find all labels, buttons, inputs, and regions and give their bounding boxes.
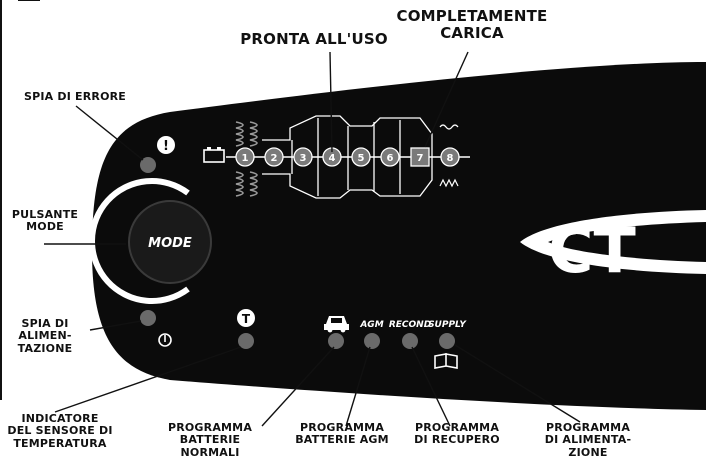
error-warning-icon: ! xyxy=(157,136,175,154)
recond-panel-label: RECOND xyxy=(389,320,432,330)
program-recond-led xyxy=(402,333,418,349)
label-line: PULSANTE xyxy=(11,208,79,221)
leader-temperature xyxy=(54,346,242,413)
step-number: 6 xyxy=(387,153,394,164)
label-line: BATTERIE xyxy=(179,433,241,447)
car-icon xyxy=(324,316,349,333)
battery-icon xyxy=(203,147,225,163)
label-line: DI ALIMENTA- xyxy=(544,433,632,447)
power-led xyxy=(140,310,156,326)
agm-panel-label: AGM xyxy=(359,320,383,330)
step-number: 4 xyxy=(329,153,336,164)
step-marker xyxy=(410,147,430,167)
step-marker xyxy=(264,147,284,167)
step-number: 8 xyxy=(447,153,454,164)
supply-panel-label: SUPPLY xyxy=(428,320,467,330)
mode-button-label: MODE xyxy=(148,236,192,251)
leader-ready xyxy=(329,51,333,153)
step-marker xyxy=(235,147,255,167)
label-line: SPIA DI xyxy=(21,317,69,330)
label-line: INDICATORE xyxy=(21,412,99,425)
label-line: BATTERIE AGM xyxy=(295,433,389,447)
step-1: 1 xyxy=(235,147,255,167)
label-line: TAZIONE xyxy=(17,341,73,355)
temperature-led xyxy=(238,333,254,349)
step-marker xyxy=(440,147,460,167)
program-supply-led xyxy=(439,333,455,349)
label-line: SPIA DI ERRORE xyxy=(23,90,127,103)
label-line: PRONTA ALL'USO xyxy=(240,30,388,48)
logo-text: CT xyxy=(548,214,636,287)
step-6: 6 xyxy=(380,147,400,167)
leader-power xyxy=(89,320,142,331)
step-marker xyxy=(293,147,313,167)
svg-text:!: ! xyxy=(163,139,169,154)
step-marker xyxy=(380,147,400,167)
step-number: 1 xyxy=(242,153,249,164)
label-line: COMPLETAMENTE xyxy=(396,7,548,25)
error-led xyxy=(140,157,156,173)
step-number: 5 xyxy=(358,153,365,164)
leader-program-normal xyxy=(261,346,335,427)
svg-text:T: T xyxy=(242,312,251,326)
label-line: PROGRAMMA xyxy=(299,421,385,434)
label-line: DEL SENSORE DI xyxy=(7,424,113,438)
leader-error xyxy=(75,105,144,161)
label-line: PROGRAMMA xyxy=(414,421,500,434)
power-icon xyxy=(158,333,172,347)
maintenance-waves xyxy=(439,124,459,188)
label-line: ALIMEN- xyxy=(18,329,72,343)
pulse-coils xyxy=(235,121,258,197)
ctek-logo: CT xyxy=(520,210,706,287)
label-line: ZIONE xyxy=(568,445,608,459)
step-7: 7 xyxy=(410,147,430,167)
leader-fully-charged xyxy=(424,51,469,148)
label-line: MODE xyxy=(26,220,64,234)
step-marker xyxy=(351,147,371,167)
step-number: 2 xyxy=(271,153,278,164)
leader-program-agm xyxy=(345,346,371,427)
label-error-light: SPIA DI ERRORE xyxy=(0,90,150,103)
leader-program-supply xyxy=(454,344,581,423)
mode-button[interactable]: MODE xyxy=(89,178,212,304)
label-line: DI RECUPERO xyxy=(414,433,500,447)
manual-book-icon xyxy=(434,353,458,369)
step-number: 7 xyxy=(417,153,424,164)
label-ready-to-use: PRONTA ALL'USO xyxy=(214,31,414,48)
step-2: 2 xyxy=(264,147,284,167)
step-markers: 1 2 3 4 5 6 7 8 xyxy=(235,147,460,167)
step-8: 8 xyxy=(440,147,460,167)
label-line: CARICA xyxy=(440,23,504,42)
step-3: 3 xyxy=(293,147,313,167)
label-line: NORMALI xyxy=(180,445,240,459)
charging-step-display: 1 2 3 4 5 6 7 8 xyxy=(203,115,470,199)
temperature-icon: T xyxy=(237,309,255,327)
mode-button-ring xyxy=(89,178,190,304)
program-normal-led xyxy=(328,333,344,349)
label-line: PROGRAMMA xyxy=(167,421,253,434)
leader-program-recond xyxy=(411,346,451,427)
callout-lines xyxy=(44,51,581,427)
label-line: TEMPERATURA xyxy=(13,436,107,450)
mode-button-face[interactable] xyxy=(128,200,212,284)
step-5: 5 xyxy=(351,147,371,167)
step-number: 3 xyxy=(300,153,307,164)
program-agm-led xyxy=(364,333,380,349)
label-line: PROGRAMMA xyxy=(545,421,631,434)
